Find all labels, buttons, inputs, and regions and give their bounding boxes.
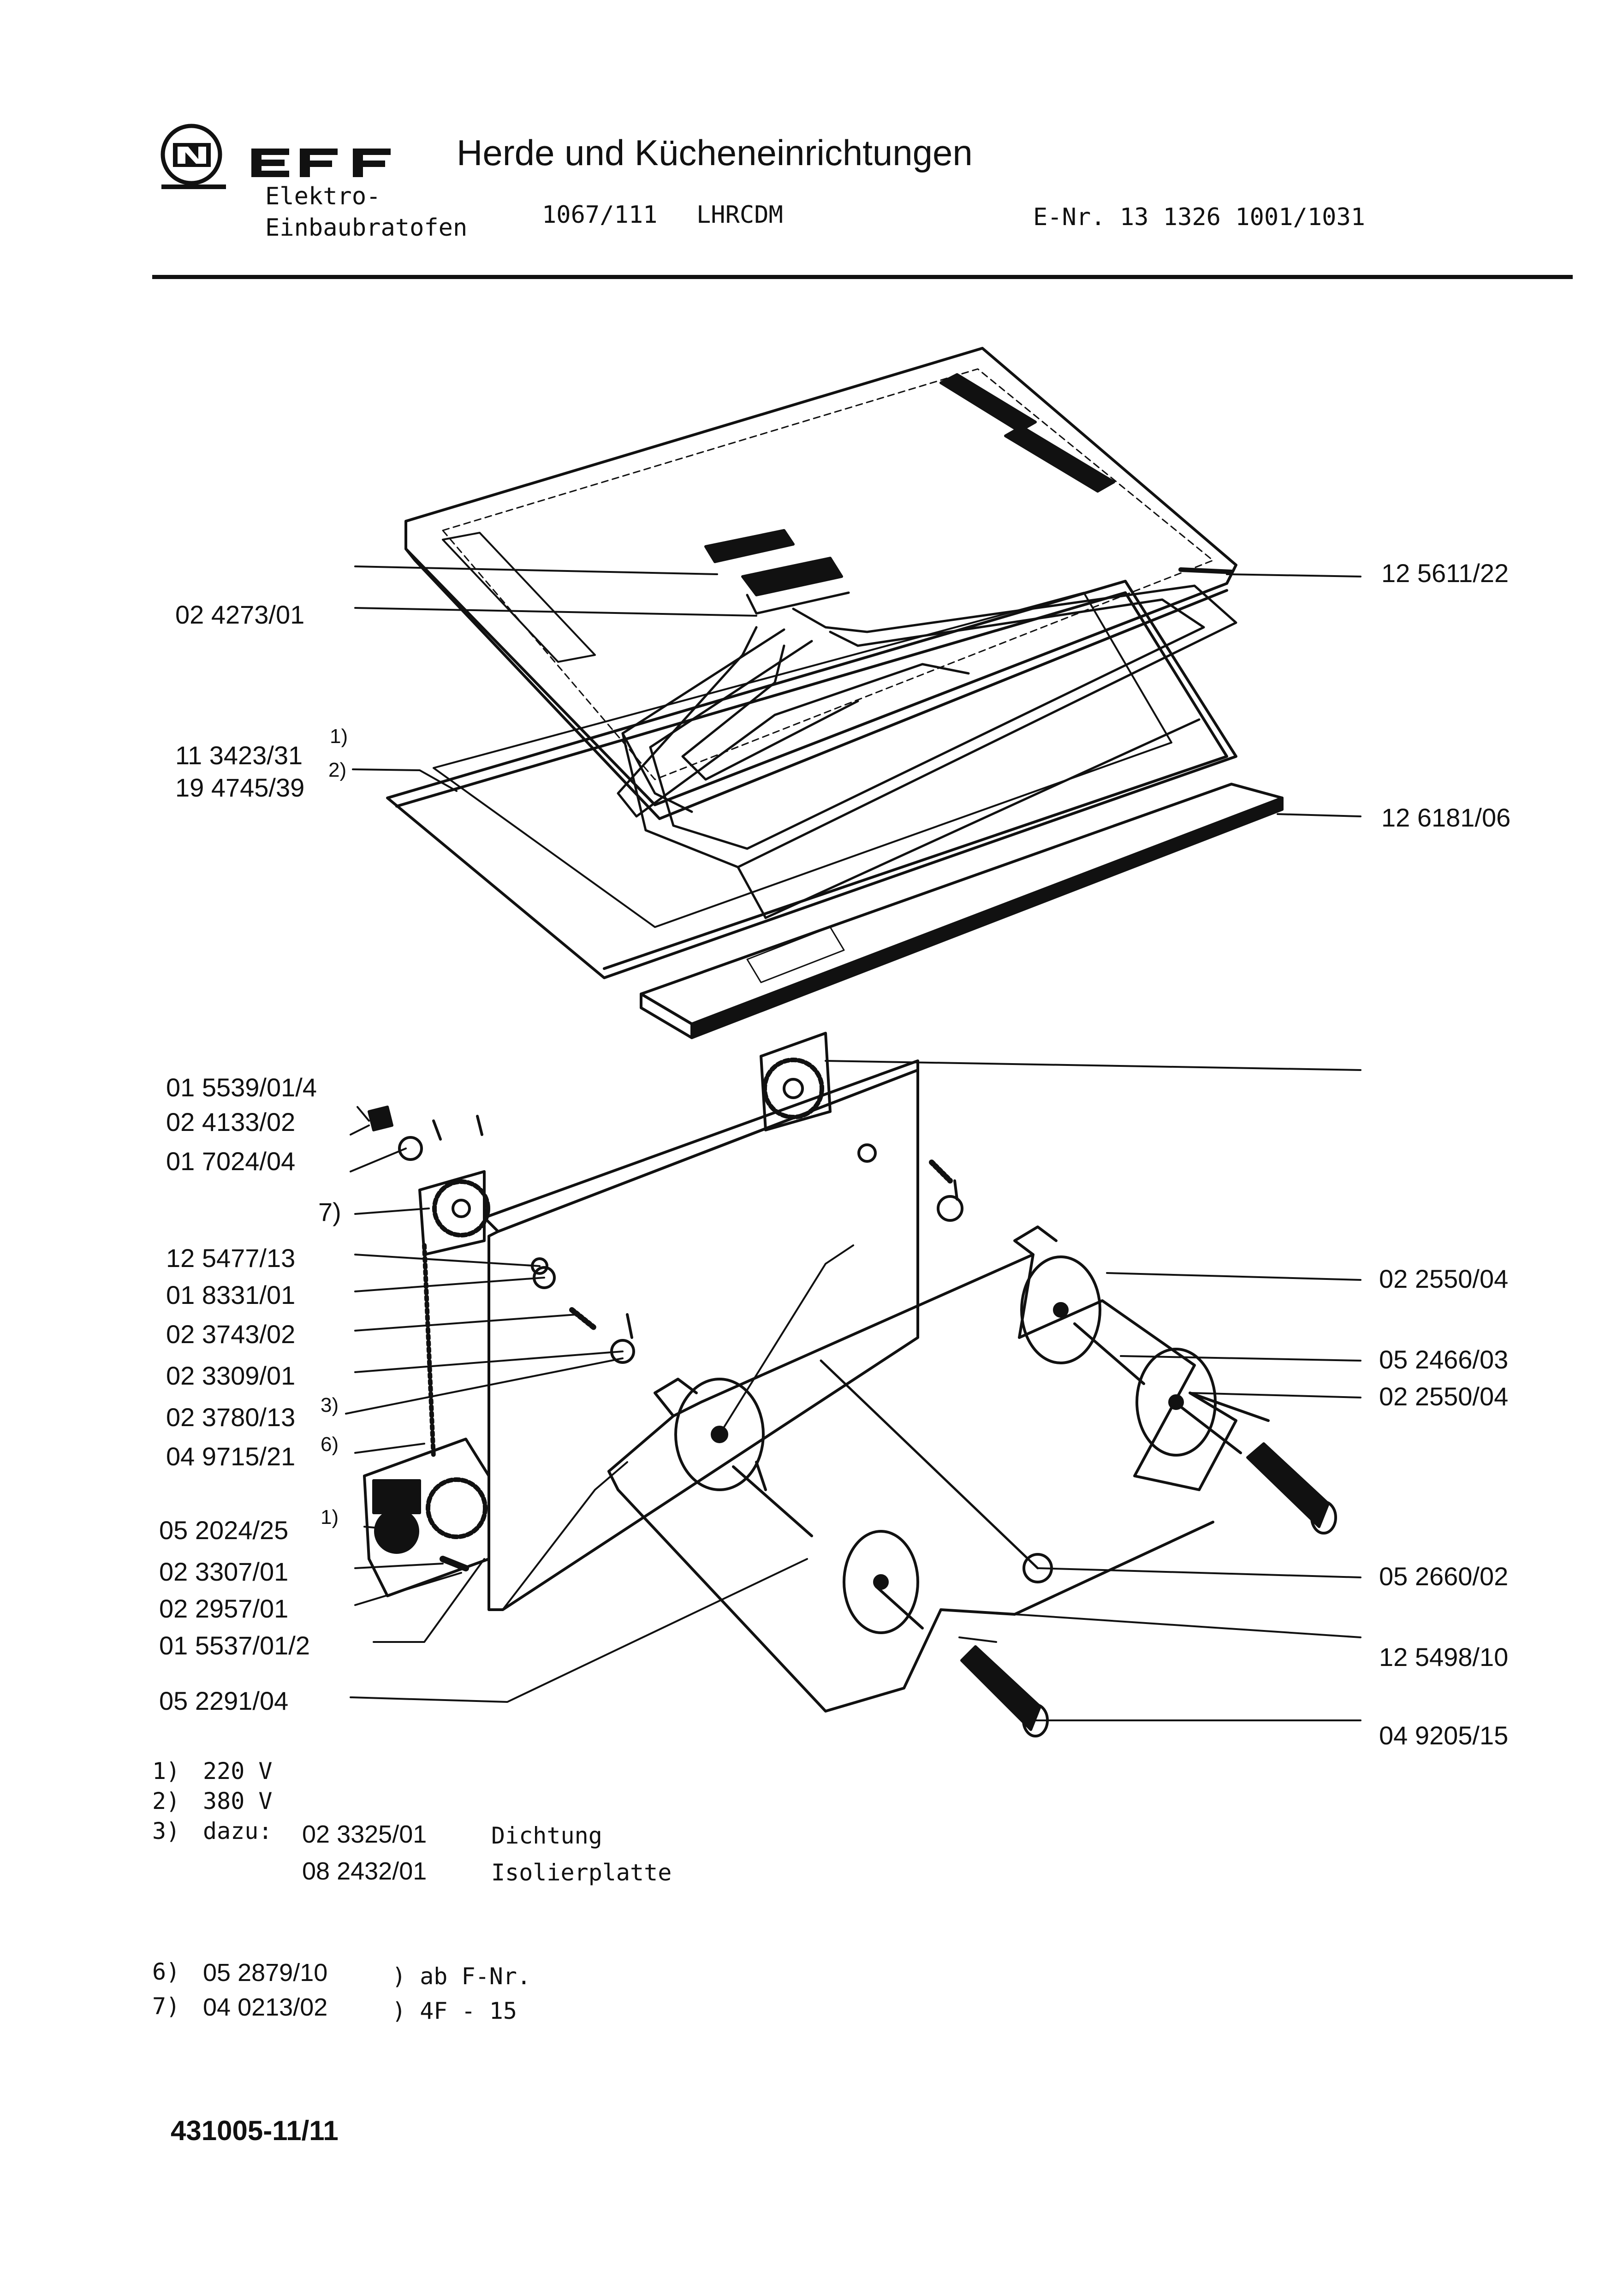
e-number: E-Nr. 13 1326 1001/1031: [1033, 203, 1366, 231]
rack-frame: [386, 580, 1237, 979]
footnote-key: 1): [152, 1758, 180, 1784]
part-label: 01 5539/01/4: [166, 1073, 317, 1102]
part-label-footnote-ref: 1): [330, 725, 348, 748]
part-label: 01 8331/01: [166, 1280, 296, 1309]
spit-handles: [960, 1442, 1337, 1737]
header-rule: [152, 275, 1573, 279]
part-label: 02 3743/02: [166, 1320, 296, 1349]
spit-wheels: [674, 1255, 1242, 1634]
footnote-text: 380 V: [203, 1788, 273, 1814]
footnote-desc: Dichtung: [491, 1822, 602, 1849]
part-label: 05 2024/25: [159, 1516, 289, 1545]
footnote-key: 6): [152, 1958, 180, 1985]
footnote-part: 08 2432/01: [302, 1857, 427, 1885]
part-label: 01 5537/01/2: [159, 1631, 310, 1660]
upper-gear-assembly: [760, 1032, 832, 1131]
footnote-desc: ) 4F - 15: [392, 1998, 517, 2024]
part-label: 02 3780/13: [166, 1403, 296, 1432]
part-label-footnote-ref: 1): [321, 1506, 339, 1529]
seal-strip: [640, 783, 1284, 1039]
terminal-block: [704, 529, 850, 615]
part-label: 02 4133/02: [166, 1107, 296, 1136]
footnote-text: 220 V: [203, 1758, 273, 1784]
footnote-key: 7): [152, 1993, 180, 2020]
part-label: 05 2660/02: [1379, 1562, 1509, 1591]
part-label: 19 4745/39: [175, 773, 305, 802]
part-label: 05 2466/03: [1379, 1345, 1509, 1374]
page-title: Herde und Kücheneinrichtungen: [457, 132, 973, 173]
part-label: 12 5498/10: [1379, 1642, 1509, 1671]
part-label: 7): [318, 1197, 341, 1226]
neff-logo-icon: [161, 124, 391, 189]
part-label: 02 3307/01: [159, 1557, 289, 1586]
part-label: 02 2550/04: [1379, 1382, 1509, 1411]
part-label: 01 7024/04: [166, 1147, 296, 1176]
footnote-key: 3): [152, 1818, 180, 1844]
document-number: 431005-11/11: [171, 2115, 339, 2146]
part-label: 04 9715/21: [166, 1442, 296, 1471]
ceiling-panel: [404, 347, 1237, 820]
product-line-2: Einbaubratofen: [265, 214, 468, 242]
product-line-1: Elektro-: [265, 183, 381, 210]
part-label-footnote-ref: 6): [321, 1433, 339, 1456]
motor: [363, 1438, 490, 1597]
footnote-key: 2): [152, 1788, 180, 1814]
left-gear-assembly: [418, 1170, 490, 1460]
grill-heating-element: [617, 584, 1237, 919]
part-label: 04 9205/15: [1379, 1721, 1509, 1750]
model-number: 1067/111: [542, 201, 658, 229]
leader-lines: [345, 565, 1361, 1721]
part-label-footnote-ref: 2): [328, 759, 347, 781]
part-label: 02 2957/01: [159, 1594, 289, 1623]
footnote-part: 04 0213/02: [203, 1993, 328, 2021]
footnote-desc: ) ab F-Nr.: [392, 1963, 531, 1990]
footnote-desc: Isolierplatte: [491, 1859, 672, 1886]
part-label: 11 3423/31: [175, 741, 303, 770]
part-label: 12 6181/06: [1381, 803, 1511, 832]
model-code: LHRCDM: [696, 201, 783, 229]
part-label: 02 3309/01: [166, 1361, 296, 1390]
part-label: 05 2291/04: [159, 1686, 289, 1715]
part-label: 12 5611/22: [1381, 559, 1509, 588]
footnote-part: 02 3325/01: [302, 1820, 427, 1848]
part-label: 02 2550/04: [1379, 1264, 1509, 1293]
rotisserie-frame: [607, 1225, 1270, 1713]
part-label: 12 5477/13: [166, 1243, 296, 1273]
footnote-part: 05 2879/10: [203, 1959, 328, 1987]
part-label: 02 4273/01: [175, 600, 305, 629]
footnote-text: dazu:: [203, 1818, 273, 1844]
part-label-footnote-ref: 3): [321, 1394, 339, 1416]
